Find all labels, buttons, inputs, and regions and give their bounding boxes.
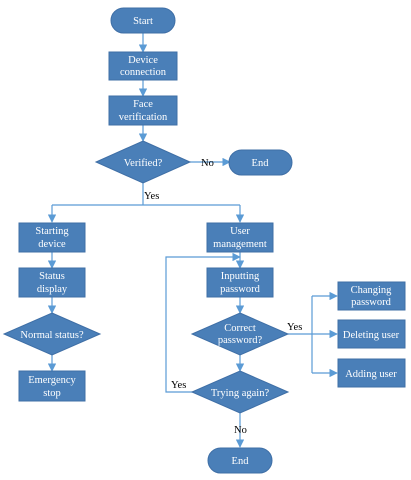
svg-text:Status: Status (39, 271, 65, 282)
svg-text:Changing: Changing (351, 285, 393, 296)
svg-text:connection: connection (120, 67, 167, 78)
svg-text:Start: Start (133, 16, 153, 27)
node-inputting-password: Inputting password (206, 267, 274, 298)
node-verified-decision: Verified? (94, 140, 192, 184)
svg-text:password?: password? (218, 335, 263, 346)
node-status-display: Status display (18, 267, 86, 298)
svg-text:management: management (213, 239, 267, 250)
node-normal-status-decision: Normal status? (2, 312, 102, 356)
svg-text:Emergency: Emergency (28, 375, 76, 386)
node-start: Start (110, 7, 176, 34)
svg-text:Verified?: Verified? (124, 158, 163, 169)
node-correct-password-decision: Correct password? (190, 312, 290, 356)
label-verified-yes: Yes (144, 191, 159, 202)
svg-text:Inputting: Inputting (221, 271, 260, 282)
node-user-management: User management (206, 222, 274, 253)
label-retry-no: No (234, 425, 247, 436)
svg-text:Deleting user: Deleting user (343, 330, 400, 341)
edge-retry-yes-loop (165, 252, 241, 393)
node-starting-device: Starting device (18, 222, 86, 253)
node-changing-password: Changing password (337, 281, 406, 311)
node-adding-user: Adding user (337, 358, 406, 388)
svg-text:Correct: Correct (224, 323, 256, 334)
node-device-connection: Device connection (108, 51, 178, 81)
node-deleting-user: Deleting user (337, 319, 406, 349)
svg-text:User: User (230, 226, 250, 237)
svg-text:Normal status?: Normal status? (20, 330, 84, 341)
svg-text:Face: Face (133, 99, 153, 110)
svg-text:display: display (37, 284, 68, 295)
svg-text:End: End (252, 158, 270, 169)
svg-text:Starting: Starting (35, 226, 69, 237)
node-emergency-stop: Emergency stop (18, 370, 86, 402)
edges (47, 33, 338, 448)
svg-text:stop: stop (43, 388, 61, 399)
svg-text:Trying again?: Trying again? (211, 388, 270, 399)
node-trying-again-decision: Trying again? (190, 370, 290, 414)
svg-text:password: password (220, 284, 260, 295)
label-retry-yes: Yes (171, 380, 186, 391)
node-end-top: End (228, 149, 293, 176)
edge-labels: No Yes Yes Yes No (144, 158, 302, 436)
node-end-bottom: End (207, 447, 273, 474)
svg-text:Device: Device (128, 55, 158, 66)
svg-text:verification: verification (119, 112, 168, 123)
svg-text:Adding user: Adding user (345, 369, 397, 380)
node-face-verification: Face verification (108, 95, 178, 126)
label-verified-no: No (201, 158, 214, 169)
svg-text:password: password (351, 297, 391, 308)
svg-text:device: device (38, 239, 66, 250)
svg-text:End: End (232, 456, 250, 467)
label-correct-yes: Yes (287, 322, 302, 333)
